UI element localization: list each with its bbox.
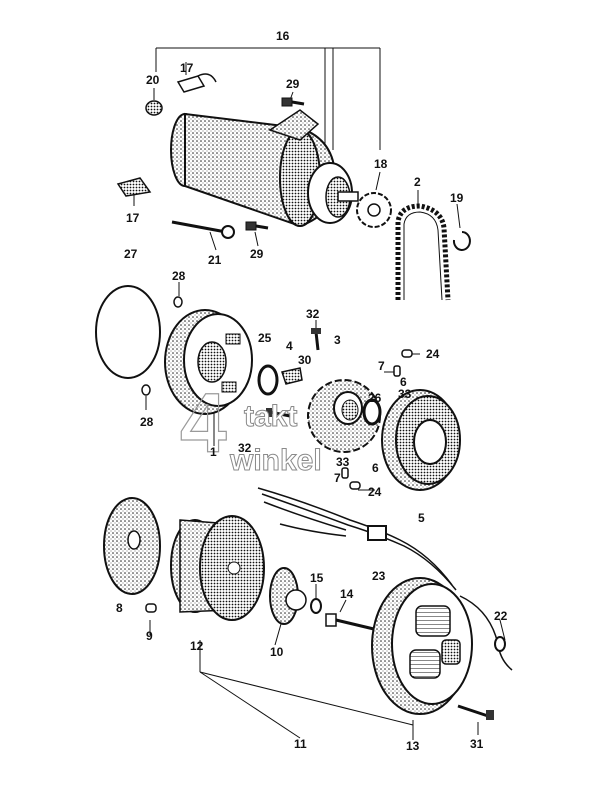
starter-clutch-housing-1 [164,309,253,415]
o-ring-28-bottom [141,384,151,396]
callout-24-top: 24 [426,347,440,361]
callout-5: 5 [418,511,425,525]
circlip-19 [452,231,471,251]
starter-gear-3 [307,379,381,453]
wire-harness-23 [257,487,457,591]
callout-4: 4 [286,339,293,353]
callout-29-bottom: 29 [250,247,264,261]
pin-9 [145,603,157,613]
stator-13 [371,577,473,715]
watermark-logo: 4 takt winkel [179,375,322,477]
callout-labels: 16 17 20 29 18 2 19 17 21 29 27 28 32 3 … [116,29,508,753]
brush-spring-20 [145,100,163,116]
brush-holder-17-left [116,177,152,197]
bolt-29-top [281,97,305,107]
bolt-32-bottom [266,408,291,418]
callout-33-top: 33 [398,387,412,401]
one-way-clutch-5 [381,389,461,491]
washer-15 [310,598,322,614]
callout-11: 11 [294,737,307,751]
bolt-14 [325,613,379,632]
callout-21: 21 [208,253,222,267]
callout-20: 20 [146,73,160,87]
callout-6-bottom: 6 [372,461,379,475]
plate-8 [103,497,161,595]
callout-6-top: 6 [400,375,407,389]
callout-25: 25 [258,331,272,345]
wire-grommet-22 [459,595,513,671]
o-ring-28-top [173,296,183,308]
bolt-32-top [311,328,321,351]
callout-26: 26 [368,391,382,405]
callout-24-bottom: 24 [368,485,382,499]
callout-3: 3 [334,333,341,347]
callout-15: 15 [310,571,324,585]
callout-17-top: 17 [180,61,194,75]
screw-31 [457,704,494,720]
callout-17-left: 17 [126,211,140,225]
seal-25 [257,364,279,396]
callout-14: 14 [340,587,354,601]
callout-13: 13 [406,739,420,753]
callout-33-bottom: 33 [336,455,350,469]
cam-10 [269,567,307,625]
callout-32-bottom: 32 [238,441,252,455]
rotor-12 [170,515,265,621]
callout-8: 8 [116,601,123,615]
callout-18: 18 [374,157,388,171]
callout-12: 12 [190,639,204,653]
callout-28-top: 28 [172,269,186,283]
callout-2: 2 [414,175,421,189]
callout-32-top: 32 [306,307,320,321]
callout-9: 9 [146,629,153,643]
callout-29-top: 29 [286,77,300,91]
brush-holder-17-top [176,73,217,93]
callout-19: 19 [450,191,464,205]
callout-1: 1 [210,445,217,459]
cable-21 [171,220,235,239]
bearing-26 [362,398,382,426]
svg-text:winkel: winkel [229,444,322,477]
svg-text:4: 4 [180,376,227,470]
callout-28-bottom: 28 [140,415,154,429]
sprocket-18 [356,192,392,228]
callout-31: 31 [470,737,484,751]
rollers-springs [341,349,413,490]
callout-30: 30 [298,353,312,367]
starter-motor [170,109,359,228]
svg-text:takt: takt [244,400,297,433]
callout-7-top: 7 [378,359,385,373]
callout-16: 16 [276,29,290,43]
chain-2 [395,203,451,301]
callout-27: 27 [124,247,138,261]
o-ring-27 [95,285,161,379]
callout-22: 22 [494,609,508,623]
clip-4-30 [281,367,303,385]
callout-10: 10 [270,645,284,659]
callout-7-bottom: 7 [334,471,341,485]
bolt-29-bottom [245,221,269,231]
callout-23: 23 [372,569,386,583]
